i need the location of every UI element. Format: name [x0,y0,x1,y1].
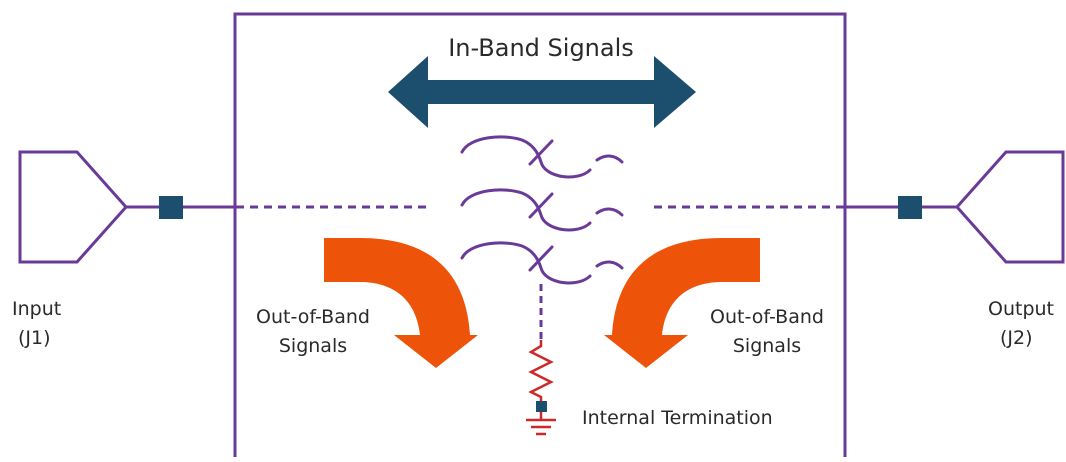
output-connector [898,196,922,219]
input-label-line2: (J1) [18,326,51,349]
output-label-line2: (J2) [1000,326,1033,349]
out-of-band-label-right: Out-of-Band Signals [692,306,842,358]
input-connector [159,196,183,219]
resonator-2 [460,188,624,232]
filter-resonators [460,135,624,285]
resistor-symbol [528,340,554,402]
out-of-band-right-line2: Signals [732,334,802,357]
input-label: Input (J1) [12,298,61,350]
out-of-band-left-line2: Signals [278,334,348,357]
termination-connector [536,401,547,412]
output-label-line1: Output [988,298,1054,320]
resonator-1 [460,135,624,179]
output-label: Output (J2) [988,298,1054,350]
out-of-band-right-line1: Out-of-Band [710,306,824,328]
input-port [18,150,129,264]
ground-icon [526,412,556,436]
termination-label: Internal Termination [582,407,773,429]
out-of-band-left-line1: Out-of-Band [256,306,370,328]
out-of-band-arrow-left [324,238,478,368]
out-of-band-label-left: Out-of-Band Signals [238,306,388,358]
input-label-line1: Input [12,298,62,320]
in-band-label: In-Band Signals [448,34,634,62]
out-of-band-arrow-right [604,238,760,368]
resonator-3 [460,241,624,285]
filter-box [233,12,847,462]
in-band-arrow [388,56,696,128]
output-port [954,150,1065,264]
